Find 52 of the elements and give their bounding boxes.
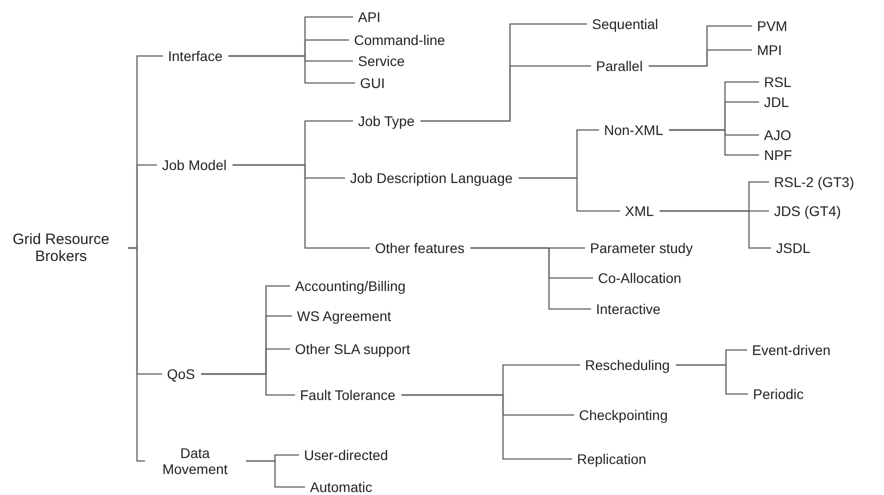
tree-connector: [676, 364, 748, 395]
tree-connector: [518, 177, 620, 212]
tree-label: Co-Allocation: [598, 270, 682, 286]
tree-connector: [470, 247, 591, 310]
tree-label: Job Type: [358, 112, 415, 130]
tree-connector: [648, 49, 752, 67]
tree-label: Service: [358, 52, 405, 70]
tree-label: GUI: [360, 74, 385, 92]
tree-label: MPI: [757, 42, 782, 58]
tree-label: Command-line: [354, 32, 446, 48]
tree-label: Data Movement: [150, 444, 240, 478]
tree-label: User-directed: [304, 446, 388, 464]
tree-label: Replication: [577, 450, 646, 468]
tree-connector: [660, 210, 771, 249]
tree-label: PVM: [757, 18, 788, 34]
tree-label: Checkpointing: [579, 406, 668, 424]
tree-label: Sequential: [592, 16, 658, 32]
tree-connector: [201, 373, 295, 396]
tree-connector: [128, 247, 145, 462]
tree-label: Parameter study: [590, 240, 693, 256]
tree-label: AJO: [764, 126, 792, 144]
tree-connector: [228, 55, 355, 84]
tree-label: API: [358, 8, 381, 26]
tree-label: Other SLA support: [295, 340, 410, 358]
tree-label: Grid Resource Brokers: [0, 230, 122, 266]
tree-label: Automatic: [310, 478, 372, 495]
tree-label: Non-XML: [604, 122, 664, 138]
tree-label: Periodic: [753, 386, 804, 402]
tree-connector: [401, 394, 572, 460]
tree-label: Parallel: [596, 58, 643, 74]
tree-label: Fault Tolerance: [300, 386, 396, 404]
tree-label: Job Model: [162, 156, 227, 174]
tree-label: JSDL: [776, 240, 810, 256]
tree-label: RSL: [764, 74, 792, 90]
tree-label: Accounting/Billing: [295, 278, 406, 294]
tree-label: QoS: [167, 366, 196, 382]
tree-label: RSL-2 (GT3): [774, 174, 854, 190]
tree-connector: [232, 164, 370, 249]
tree-label: Event-driven: [752, 342, 831, 358]
tree-label: JDS (GT4): [774, 202, 841, 220]
tree-label: Other features: [375, 240, 464, 256]
tree-label: Interface: [168, 48, 222, 64]
tree-connector: [246, 460, 305, 488]
tree-label: Rescheduling: [585, 356, 670, 374]
tree-label: Interactive: [596, 300, 661, 318]
tree-label: NPF: [764, 146, 792, 164]
tree-label: XML: [625, 202, 654, 220]
tree-label: Job Description Language: [350, 170, 513, 186]
tree-label: JDL: [764, 94, 789, 110]
tree-label: WS Agreement: [297, 308, 392, 324]
tree-connector: [669, 129, 759, 156]
tree-connector: [420, 65, 591, 122]
